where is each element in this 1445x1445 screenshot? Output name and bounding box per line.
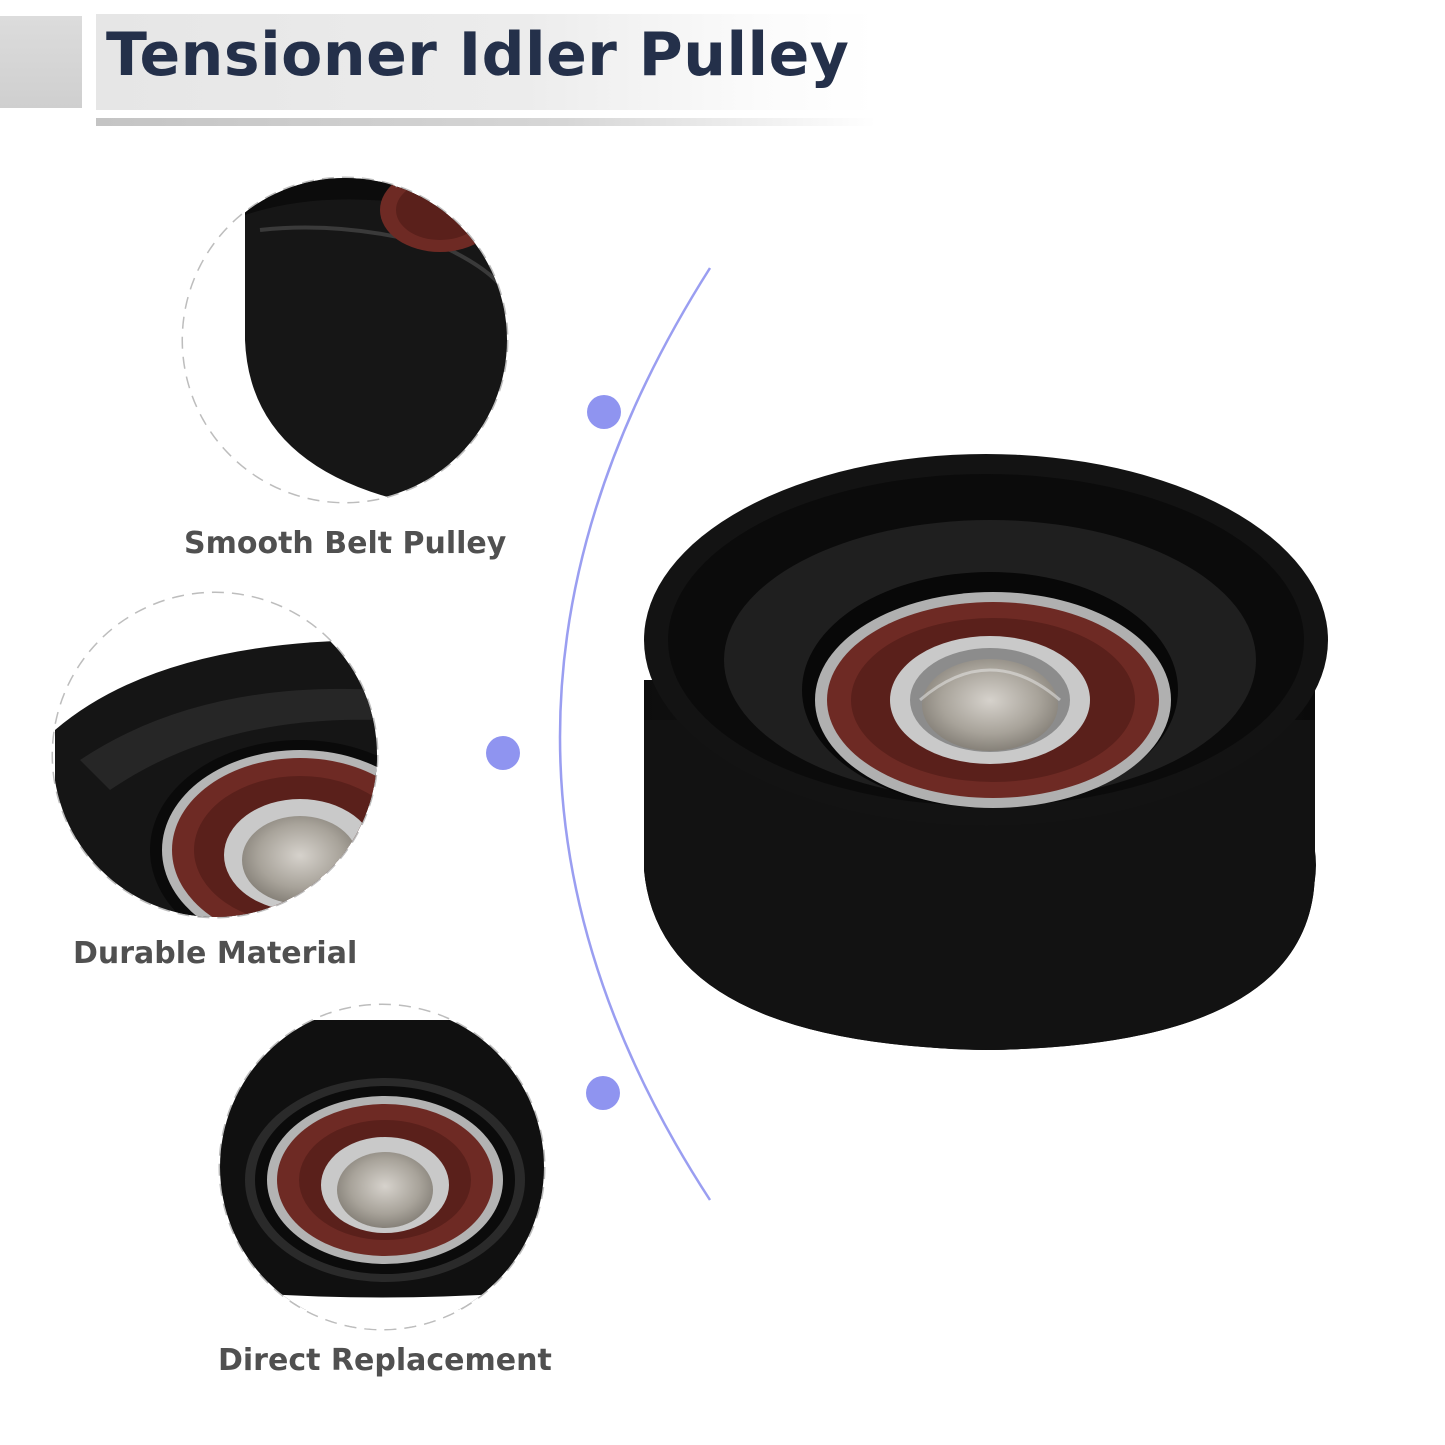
detail-image-direct-replacement [218,1003,546,1331]
title-block: Tensioner Idler Pulley [0,0,900,130]
feature-label-durable-material: Durable Material [73,936,358,971]
connector-dot-2 [486,736,520,770]
page-title: Tensioner Idler Pulley [106,20,850,90]
title-accent-square [0,16,82,108]
detail-image-smooth-belt-pulley [181,176,509,504]
main-pulley-image [644,454,1328,1050]
connector-dot-1 [587,395,621,429]
connector-curve [558,267,712,1201]
title-underline [96,118,876,126]
feature-label-direct-replacement: Direct Replacement [218,1343,552,1378]
connector-dot-3 [586,1076,620,1110]
title-banner [96,14,876,110]
detail-image-durable-material [51,591,379,919]
feature-label-smooth-belt-pulley: Smooth Belt Pulley [184,526,507,561]
